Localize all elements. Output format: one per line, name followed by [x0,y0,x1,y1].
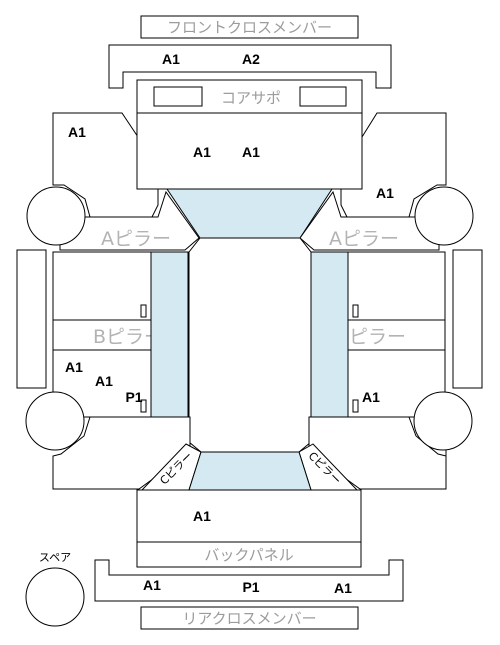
headlight-left [153,86,203,107]
rear-cross-member-center-mark: P1 [242,579,259,595]
rear-cross-member-label: リアクロスメンバー [182,610,316,628]
a-pillar-right-label: Aピラー [329,228,399,250]
rear-quarter-left[interactable] [52,416,191,490]
core-support-label: コアサポ [221,89,281,107]
front-cross-member-right-mark: A2 [242,51,260,67]
wheel-rear-left[interactable] [25,391,85,451]
front-door-left-handle [140,304,147,318]
rear-door-right-handle [352,399,359,413]
side-window-left [150,251,189,418]
b-pillar-right-label: Bピラー [336,326,406,348]
fender-front-left-mark: A1 [68,124,86,140]
rear-door-left-mark-2: A1 [95,373,113,389]
a-pillar-left-label: Aピラー [101,228,171,250]
rear-door-left-handle [140,399,147,413]
roof[interactable] [188,237,312,453]
front-cross-member-left-mark: A1 [162,51,180,67]
rear-door-right-mark: A1 [362,389,380,405]
rear-cross-member-left-mark: A1 [143,577,161,593]
hood-right-mark: A1 [242,144,260,160]
rear-cross-member[interactable] [94,559,404,602]
front-cross-member[interactable] [108,44,392,89]
side-sill-left[interactable] [16,249,47,389]
front-cross-member-label: フロントクロスメンバー [167,19,332,37]
wheel-rear-right[interactable] [413,391,473,451]
wheel-front-right[interactable] [414,186,474,246]
a-pillar-left[interactable] [59,190,200,251]
headlight-right [299,86,347,107]
rear-cross-member-right-mark: A1 [334,580,352,596]
rear-window [188,451,312,491]
spare-label: スペア [39,551,71,564]
rear-cross-member-label-box [140,606,359,630]
trunk[interactable] [136,489,362,543]
b-pillar-left-label: Bピラー [93,326,163,348]
front-door-right-handle [352,304,359,318]
side-window-right [310,251,349,418]
trunk-mark: A1 [193,508,211,524]
rear-door-left-mark-1: A1 [65,359,83,375]
back-panel-label: バックパネル [204,546,293,564]
wheel-front-left[interactable] [26,186,86,246]
fender-front-right-mark: A1 [376,185,394,201]
hood-left-mark: A1 [193,144,211,160]
back-panel[interactable] [136,541,362,568]
fender-front-left[interactable] [52,112,159,218]
front-cross-member-label-box [140,15,359,39]
side-sill-right[interactable] [452,249,483,389]
rear-door-left-mark-3: P1 [125,389,142,405]
hood[interactable] [136,112,363,190]
spare-tire[interactable] [25,567,85,627]
